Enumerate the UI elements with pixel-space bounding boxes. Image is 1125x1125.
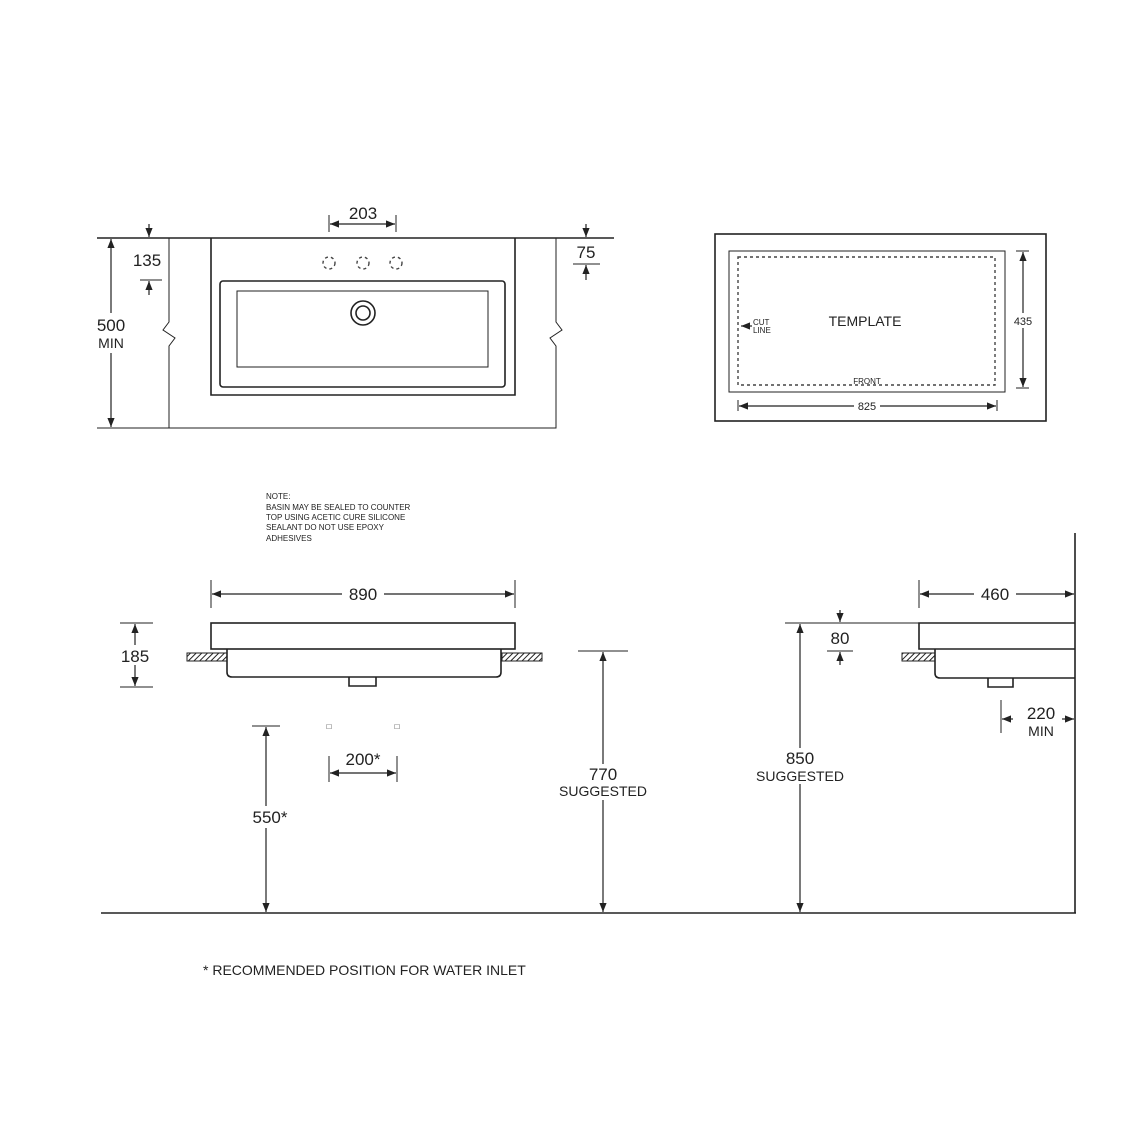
basin-waste (348, 677, 377, 687)
side-view: 460 80 850 SUGGESTED 220 MIN (755, 533, 1076, 913)
tap-hole-icon (389, 256, 403, 270)
waste-outlet-inner-icon (355, 305, 371, 321)
basin-bowl-outer (219, 280, 506, 388)
basin-rim (210, 622, 516, 650)
cut-line-label-2: LINE (753, 326, 771, 335)
basin-rim-side (918, 622, 1075, 650)
basin-bowl-inner (236, 290, 489, 368)
wall-to-tap-label: 135 (133, 251, 161, 270)
inlet-spacing-label: 200* (346, 750, 381, 769)
template-view: TEMPLATE CUT LINE FRONT 825 435 (714, 233, 1047, 422)
footnote: * RECOMMENDED POSITION FOR WATER INLET (203, 962, 526, 978)
template-outline (728, 250, 1006, 393)
overall-depth-note: MIN (98, 335, 124, 351)
tap-spacing-label: 203 (349, 204, 377, 223)
basin-waste-side (987, 678, 1014, 688)
top-height-label: 850 (786, 749, 814, 768)
inlet-point-icon: □ (327, 722, 332, 731)
wall-clearance-note: MIN (1028, 723, 1054, 739)
rim-depth-label: 75 (577, 243, 596, 262)
note-line: BASIN MAY BE SEALED TO COUNTER (266, 503, 411, 512)
cut-line (737, 256, 996, 386)
overall-depth-label: 500 (97, 316, 125, 335)
countertop-left (186, 652, 228, 662)
wall-clearance-label: 220 (1027, 704, 1055, 723)
front-label: FRONT (853, 377, 881, 386)
rim-height-label: 80 (831, 629, 850, 648)
inlet-height-label: 550* (253, 808, 288, 827)
inlet-point-icon: □ (395, 722, 400, 731)
counter-outline (162, 238, 563, 429)
installation-note: NOTE: BASIN MAY BE SEALED TO COUNTER TOP… (266, 492, 411, 543)
note-line: TOP USING ACETIC CURE SILICONE (266, 513, 405, 522)
front-view: 890 185 □ □ 200* 550* 770 SUGGESTED (101, 580, 1076, 914)
template-title: TEMPLATE (829, 313, 902, 329)
waste-outlet-icon (350, 300, 376, 326)
basin-height-label: 185 (121, 647, 149, 666)
countertop-right (501, 652, 543, 662)
basin-bowl-side (934, 649, 1075, 679)
counter-height-label: 770 (589, 765, 617, 784)
counter-height-note: SUGGESTED (559, 783, 647, 799)
cut-line-label-1: CUT (753, 318, 770, 327)
basin-width-label: 890 (349, 585, 377, 604)
template-sheet (714, 233, 1047, 422)
tap-hole-icon (322, 256, 336, 270)
basin-depth-label: 460 (981, 585, 1009, 604)
basin-bowl (226, 649, 502, 678)
plan-view: 203 135 500 MIN 75 (92, 204, 614, 429)
note-line: ADHESIVES (266, 534, 312, 543)
template-width-label: 825 (858, 401, 876, 413)
tap-hole-icon (356, 256, 370, 270)
note-line: SEALANT DO NOT USE EPOXY (266, 523, 385, 532)
top-height-note: SUGGESTED (756, 768, 844, 784)
note-line: NOTE: (266, 492, 290, 501)
countertop-side (901, 652, 936, 662)
template-depth-label: 435 (1014, 316, 1032, 328)
basin-outline (210, 238, 516, 396)
